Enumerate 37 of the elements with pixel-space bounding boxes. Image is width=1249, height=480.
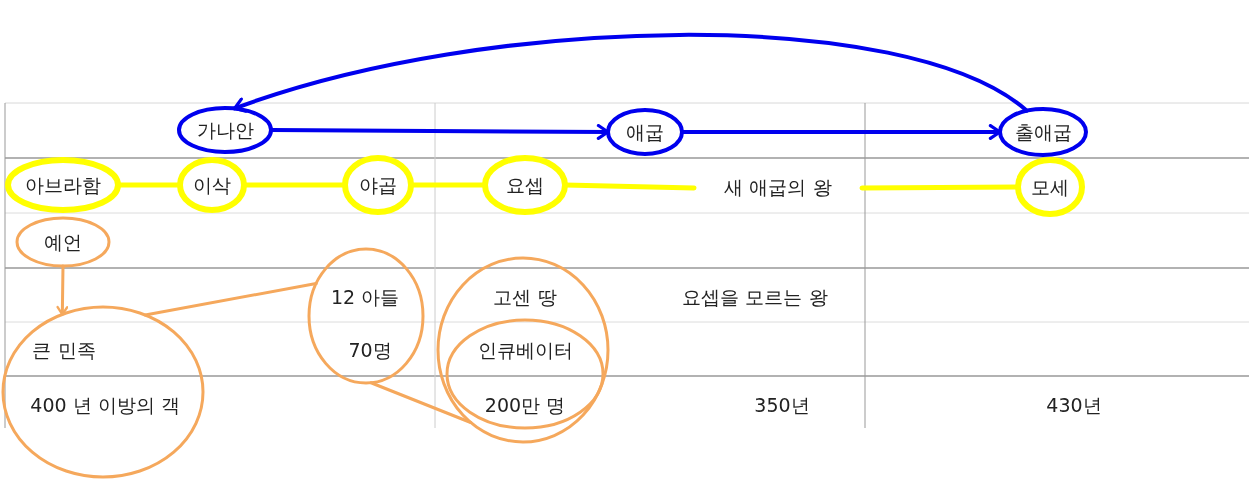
node-label: 70명 [348, 338, 392, 362]
cell-text: 430년 [1046, 393, 1102, 417]
cell-text: 350년 [754, 393, 810, 417]
node-label: 아브라함 [25, 173, 101, 197]
node-label: 고센 땅 [493, 285, 557, 309]
cell-text: 요셉을 모르는 왕 [682, 285, 828, 309]
oval-node [180, 160, 244, 210]
text-label: 새 애굽의 왕 [694, 170, 862, 206]
node-label: 요셉 [506, 173, 544, 197]
node-label: 400 년 이방의 객 [30, 393, 180, 417]
oval-node [179, 108, 271, 152]
oval-node [485, 158, 565, 212]
arrow [56, 264, 69, 316]
node-label: 12 아들 [330, 285, 400, 309]
node-label: 가나안 [196, 118, 254, 142]
oval-node [1000, 109, 1086, 155]
node-label: 큰 민족 [32, 338, 96, 362]
node-label: 이삭 [193, 173, 231, 197]
node-label: 200만 명 [484, 393, 566, 417]
oval-node [345, 158, 411, 212]
node-label: 인큐베이터 [477, 338, 573, 362]
connector-line [369, 381, 473, 424]
oval-node [3, 307, 203, 477]
oval-node [438, 258, 608, 442]
oval-node [8, 160, 118, 210]
node-label: 야곱 [359, 173, 397, 197]
node-label: 출애굽 [1014, 120, 1072, 144]
oval-node [17, 218, 109, 266]
node-label: 모세 [1031, 175, 1069, 199]
node-label: 예언 [44, 230, 82, 254]
connector-line [143, 282, 318, 317]
oval-node [447, 320, 603, 428]
oval-node [608, 110, 682, 154]
arrow [232, 32, 1029, 114]
oval-node [1018, 160, 1082, 214]
oval-node [309, 249, 423, 383]
node-label: 애굽 [626, 120, 664, 144]
